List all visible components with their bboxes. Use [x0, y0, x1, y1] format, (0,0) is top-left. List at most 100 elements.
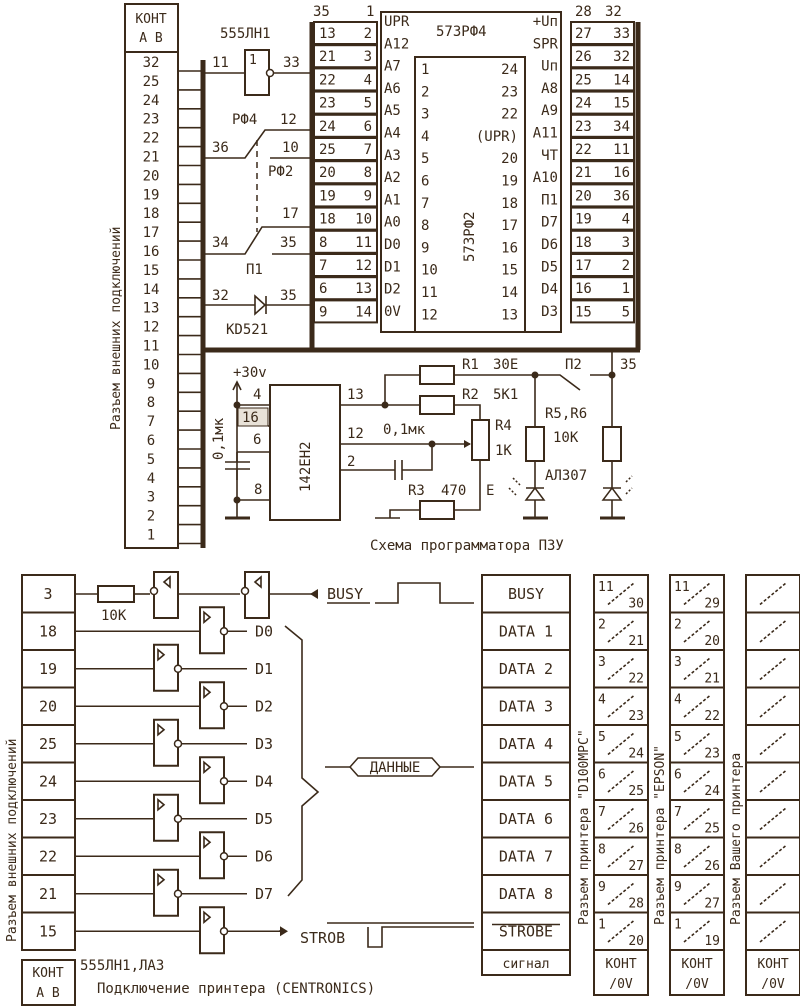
- printer-table: Разъем принтера "D100MPC"113022132242352…: [577, 574, 649, 996]
- chip-inner-left-pin: 1: [421, 62, 429, 78]
- chip-right-signal: D7: [541, 215, 558, 231]
- inverter-symbol: 1: [249, 53, 257, 68]
- printer-pin-b: 26: [628, 822, 644, 837]
- left-table-cell-a: 25: [319, 142, 336, 158]
- inverter-bubble: [173, 664, 183, 673]
- buffer-triangle-icon: [203, 610, 212, 624]
- data-bus-tag: [348, 757, 442, 777]
- connector-bus-comb: [178, 70, 203, 545]
- switch-p1-label: П1: [246, 262, 263, 278]
- pin-divider: [759, 657, 787, 681]
- resistor-r5: [525, 426, 545, 462]
- data-buffer: [153, 793, 183, 842]
- pin-divider: [607, 807, 635, 831]
- right-table-row: [570, 299, 635, 324]
- switch-p1-wire: [205, 226, 310, 255]
- signal-name: DATA 7: [499, 848, 553, 866]
- signal-table-cell: [481, 611, 571, 651]
- connector-pins: 3225242322212019181716151413121110987654…: [143, 55, 160, 544]
- pin-divider: [607, 619, 635, 643]
- signal-table-cell: [481, 761, 571, 801]
- connector-pin: 4: [147, 471, 155, 487]
- printer-connector-pin: 3: [43, 585, 52, 603]
- diode-symbol: [254, 294, 267, 316]
- left-table-cell-b: 12: [355, 258, 372, 274]
- diode-in-pin: 32: [212, 288, 229, 304]
- buffer-triangle-icon: [203, 685, 212, 699]
- connector-header-bottom: А В: [139, 31, 163, 46]
- chip-inner-left-pin: 9: [421, 240, 429, 256]
- chip-right-signal: D4: [541, 282, 558, 298]
- led-label: АЛ307: [545, 468, 587, 484]
- right-table-cell-b: 34: [613, 119, 630, 135]
- chip-inner-right-pin: 13: [501, 307, 518, 323]
- printer-pin-b: 21: [704, 672, 720, 687]
- connector-header-top: КОНТ: [135, 12, 166, 27]
- right-table-cell-a: 22: [575, 142, 592, 158]
- printer-connector-pin: 25: [39, 735, 57, 753]
- right-table-cell-a: 25: [575, 72, 592, 88]
- strob-waveform: [367, 926, 474, 948]
- data-line-label: D3: [255, 735, 273, 753]
- data-line-label: D6: [255, 847, 273, 865]
- printer-footer-top: КОНТ: [605, 957, 636, 972]
- printer-pin-b: 24: [628, 747, 644, 762]
- connector-pin: 32: [143, 55, 160, 71]
- wiper-arrow-icon: [464, 440, 471, 448]
- left-table-cell-a: 19: [319, 188, 336, 204]
- connector-pin: 7: [147, 414, 155, 430]
- chip-inner-name: 573РФ2: [462, 211, 478, 262]
- chip-left-signal: A6: [384, 81, 401, 97]
- printer-pin-b: 23: [628, 709, 644, 724]
- right-table-cell-b: 2: [622, 258, 630, 274]
- printer-connector-pin: 23: [39, 810, 57, 828]
- pin-divider: [683, 657, 711, 681]
- data-bus-label: ДАННЫЕ: [370, 760, 421, 776]
- connector-pin: 17: [143, 225, 160, 241]
- data-line-label: D1: [255, 660, 273, 678]
- signal-name: DATA 4: [499, 735, 553, 753]
- right-table-cell-b: 3: [622, 235, 630, 251]
- printer-footer-bottom: /0V: [761, 977, 785, 992]
- switch-rf4-wire: [205, 129, 310, 159]
- connector-pin: 21: [143, 150, 160, 166]
- printer-pin-b: 25: [704, 822, 720, 837]
- left-table-cell-b: 4: [364, 72, 372, 88]
- signal-name: DATA 6: [499, 810, 553, 828]
- regulator-name: 142ЕН2: [298, 441, 314, 492]
- data-buffer: [153, 868, 183, 917]
- right-table-cell-b: 11: [613, 142, 630, 158]
- pin-divider: [607, 694, 635, 718]
- connector-pin: 13: [143, 301, 160, 317]
- left-table-cell-a: 7: [319, 258, 327, 274]
- signal-name: DATA 2: [499, 660, 553, 678]
- inverter-bubble: [219, 627, 229, 636]
- supply-label: +30v: [233, 365, 267, 381]
- supply-arrow-icon: [232, 380, 242, 391]
- chip-inner-right-pin: 17: [501, 218, 518, 234]
- left-table-header-b: 1: [366, 4, 374, 20]
- right-table-row: [570, 160, 635, 185]
- chip-left-signal: D1: [384, 259, 401, 275]
- chip-right-signal: D3: [541, 304, 558, 320]
- strob-arrow-icon: [280, 926, 288, 937]
- junction: [608, 371, 616, 379]
- right-table-cell-b: 4: [622, 212, 630, 228]
- chip-inner-left-pin: 10: [421, 263, 438, 279]
- chip-left-signal: D0: [384, 237, 401, 253]
- chip-right-signal: +Uп: [533, 14, 558, 30]
- printer-pin-a: 9: [598, 880, 606, 895]
- switch-rf4-common: 36: [212, 140, 229, 156]
- left-table-row: [313, 160, 378, 185]
- right-table-cell-b: 16: [613, 165, 630, 181]
- printer-connector-pin: 20: [39, 698, 57, 716]
- strobe-buffer: [199, 906, 229, 955]
- pin-divider: [759, 582, 787, 606]
- regulator-142en2: [269, 384, 341, 521]
- pin-divider: [683, 694, 711, 718]
- printer-footer-bottom: /0V: [609, 977, 633, 992]
- chip-left-signal: D2: [384, 282, 401, 298]
- data-line-label: D7: [255, 885, 273, 903]
